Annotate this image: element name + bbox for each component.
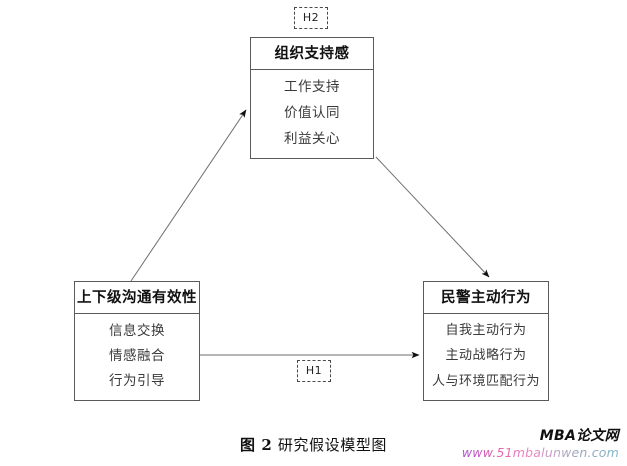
construct-item-list: 信息交换 情感融合 行为引导 <box>75 314 199 400</box>
construct-box-proactive-behavior: 民警主动行为 自我主动行为 主动战略行为 人与环境匹配行为 <box>423 281 549 401</box>
construct-item: 利益关心 <box>284 130 340 147</box>
watermark-url: www.51mbalunwen.com <box>459 445 619 461</box>
construct-box-communication-effectiveness: 上下级沟通有效性 信息交换 情感融合 行为引导 <box>74 281 200 401</box>
hypothesis-tag-h2: H2 <box>294 7 328 29</box>
construct-item: 工作支持 <box>284 78 340 95</box>
figure-caption: 图 2 研究假设模型图 <box>0 434 627 455</box>
construct-item-list: 自我主动行为 主动战略行为 人与环境匹配行为 <box>424 314 548 400</box>
watermark: MBA论文网 www.51mbalunwen.com <box>459 428 619 461</box>
arrow-communication-to-support <box>130 109 247 282</box>
construct-title-organizational-support: 组织支持感 <box>251 38 373 70</box>
construct-item: 信息交换 <box>109 322 165 339</box>
hypothesis-tag-h1: H1 <box>297 360 331 382</box>
construct-item: 行为引导 <box>109 373 165 390</box>
arrow-support-to-proactive <box>375 156 490 278</box>
construct-title-proactive-behavior: 民警主动行为 <box>424 282 548 314</box>
construct-item: 情感融合 <box>109 347 165 364</box>
watermark-brand: MBA论文网 <box>539 428 619 444</box>
construct-item-list: 工作支持 价值认同 利益关心 <box>251 70 373 158</box>
construct-item: 人与环境匹配行为 <box>431 373 540 389</box>
construct-title-communication-effectiveness: 上下级沟通有效性 <box>75 282 199 314</box>
construct-item: 价值认同 <box>284 104 340 121</box>
construct-item: 主动战略行为 <box>445 348 527 364</box>
construct-item: 自我主动行为 <box>445 322 527 338</box>
figure-caption-text: 研究假设模型图 <box>277 436 388 454</box>
figure-caption-number: 图 2 <box>239 436 273 454</box>
construct-box-organizational-support: 组织支持感 工作支持 价值认同 利益关心 <box>250 37 374 159</box>
